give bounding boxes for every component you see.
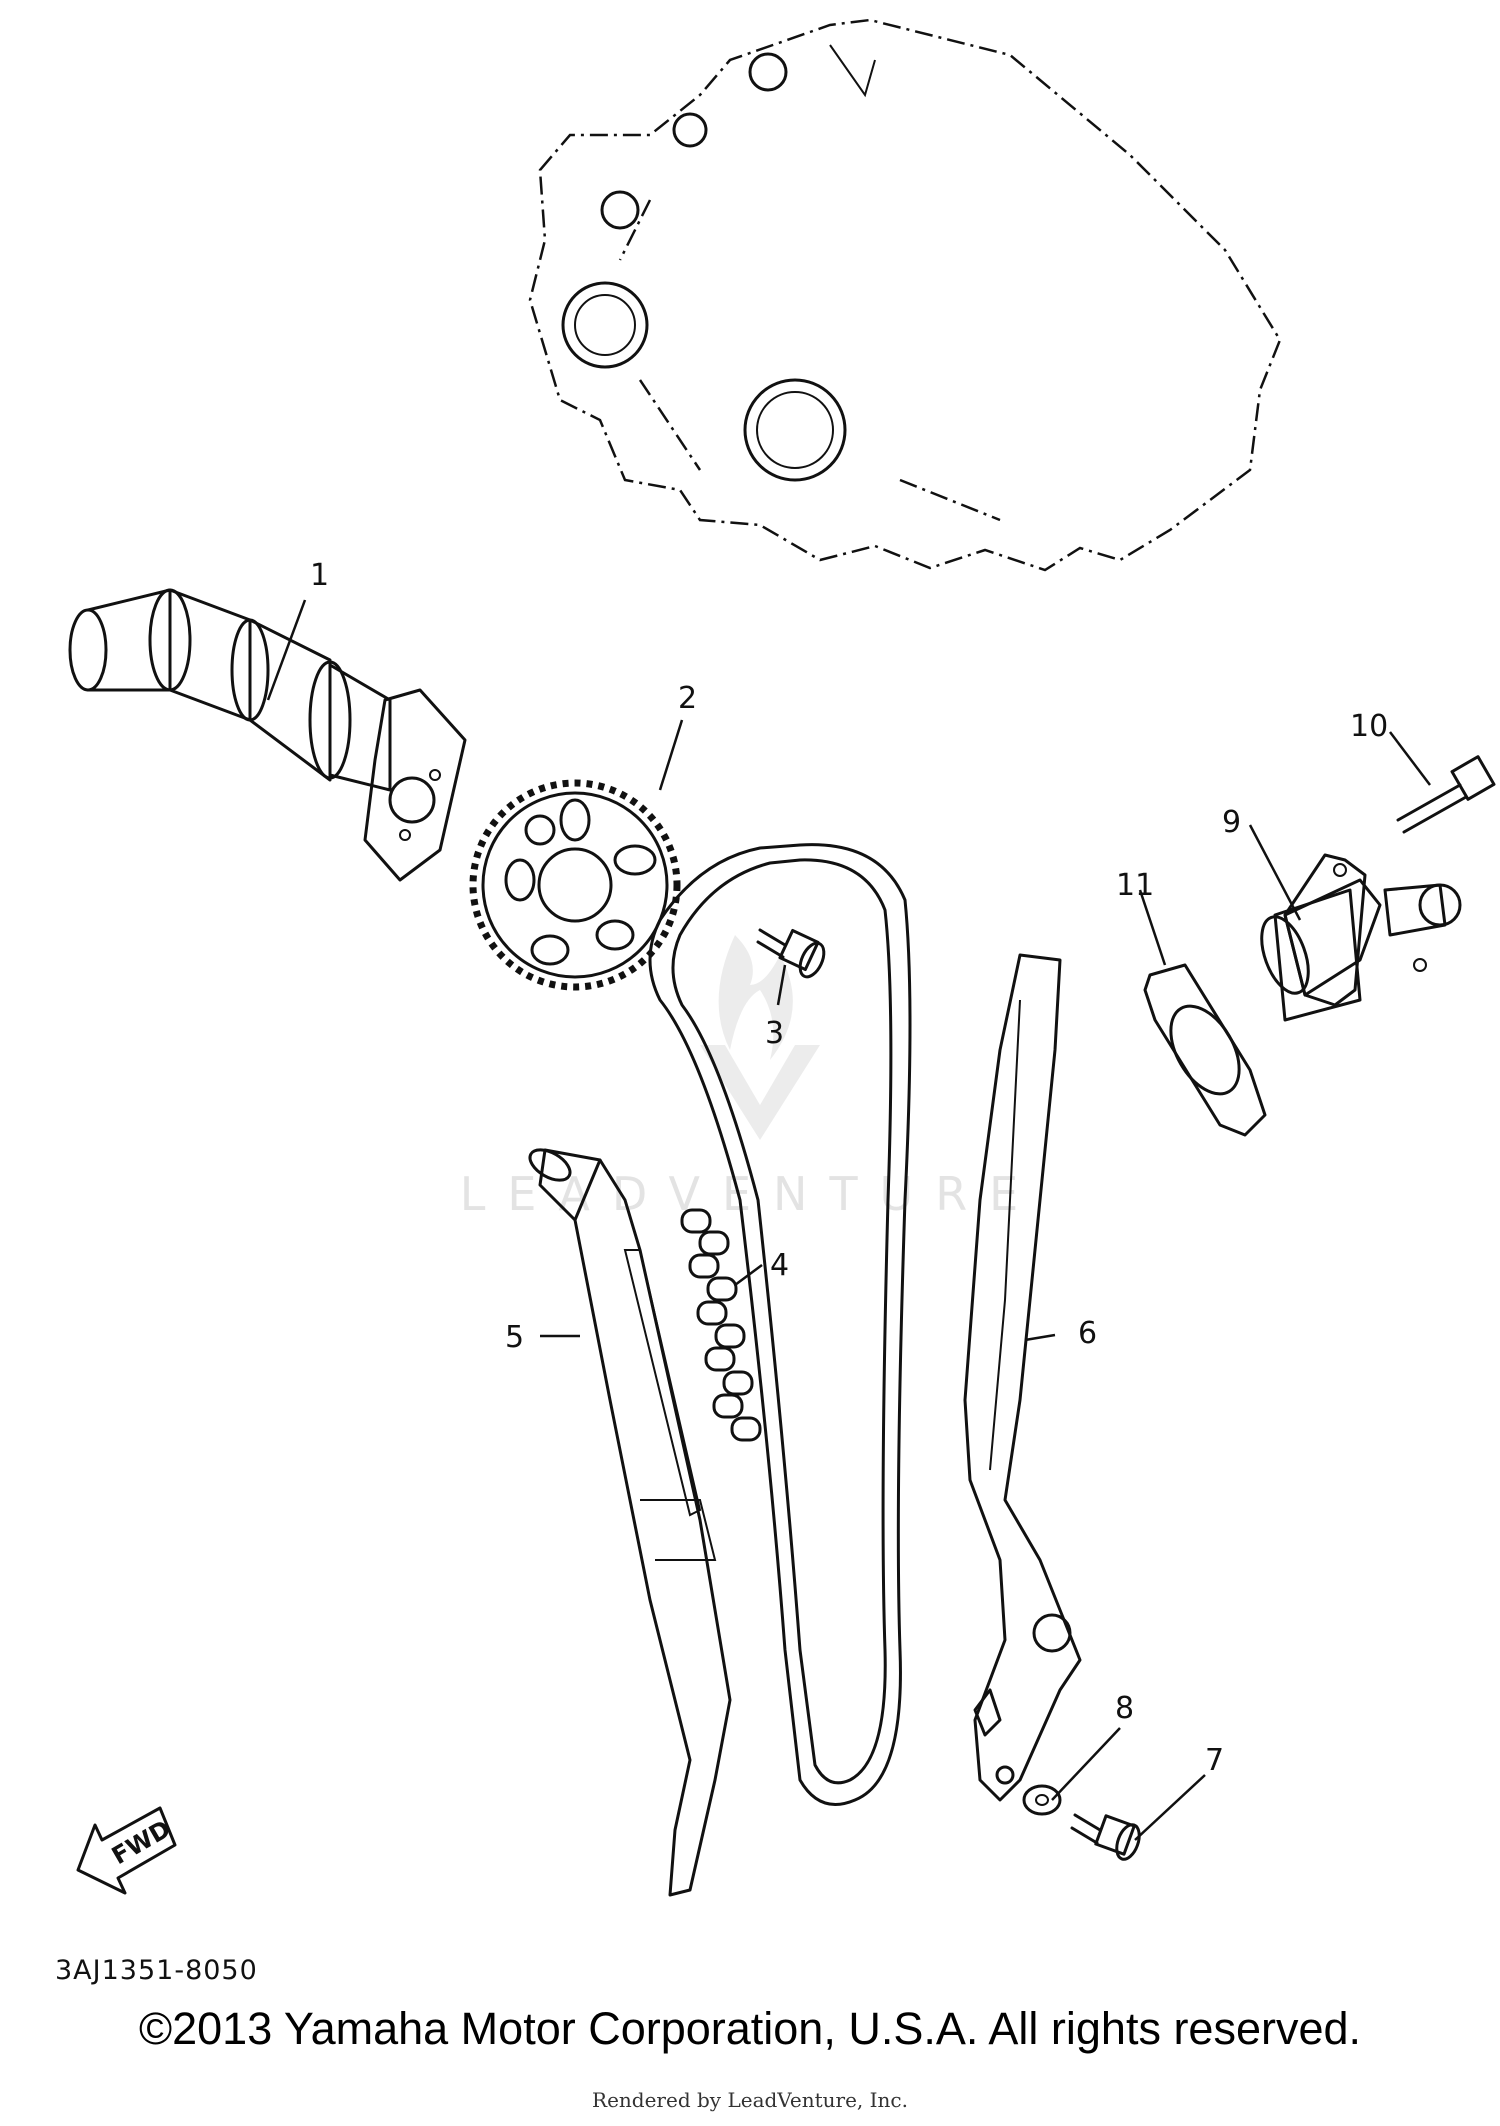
callout-6: 6 bbox=[1078, 1316, 1097, 1351]
callout-11: 11 bbox=[1116, 868, 1154, 903]
chain-tensioner bbox=[1260, 853, 1462, 1022]
callout-3: 3 bbox=[765, 1016, 784, 1051]
camshaft bbox=[68, 588, 467, 882]
callout-8: 8 bbox=[1115, 1691, 1134, 1726]
watermark-flame-icon bbox=[718, 935, 793, 1060]
part-code: 3AJ1351-8050 bbox=[55, 1955, 258, 1986]
tensioner-gasket bbox=[1143, 963, 1267, 1137]
callout-2: 2 bbox=[678, 681, 697, 716]
tensioner-bolt bbox=[1396, 755, 1496, 834]
chain-guide-right bbox=[963, 953, 1082, 1802]
cam-sprocket bbox=[469, 779, 681, 991]
chain-links bbox=[680, 1208, 762, 1442]
callout-leaders bbox=[266, 599, 1431, 1841]
callout-numbers: 1 2 3 4 5 6 7 8 9 10 11 bbox=[310, 558, 1388, 1778]
cam-chain-loop bbox=[648, 843, 912, 1806]
cylinder-head bbox=[528, 18, 1282, 572]
callout-4: 4 bbox=[770, 1248, 789, 1283]
watermark-v-icon bbox=[700, 1045, 820, 1140]
sprocket-bolt bbox=[756, 928, 826, 979]
fwd-arrow-icon bbox=[76, 1806, 177, 1895]
chain-guide-left bbox=[528, 1148, 732, 1897]
copyright-notice: ©2013 Yamaha Motor Corporation, U.S.A. A… bbox=[138, 2003, 1362, 2054]
callout-1: 1 bbox=[310, 558, 329, 593]
callout-9: 9 bbox=[1222, 805, 1241, 840]
fwd-label: FWD bbox=[107, 1815, 175, 1871]
guide-bolt bbox=[1070, 1813, 1141, 1861]
washer bbox=[1022, 1784, 1062, 1816]
callout-10: 10 bbox=[1350, 709, 1388, 744]
rendered-by-credit: Rendered by LeadVenture, Inc. bbox=[592, 2088, 908, 2112]
callout-5: 5 bbox=[505, 1320, 524, 1355]
fwd-arrow: FWD bbox=[76, 1806, 177, 1895]
callout-7: 7 bbox=[1205, 1743, 1224, 1778]
